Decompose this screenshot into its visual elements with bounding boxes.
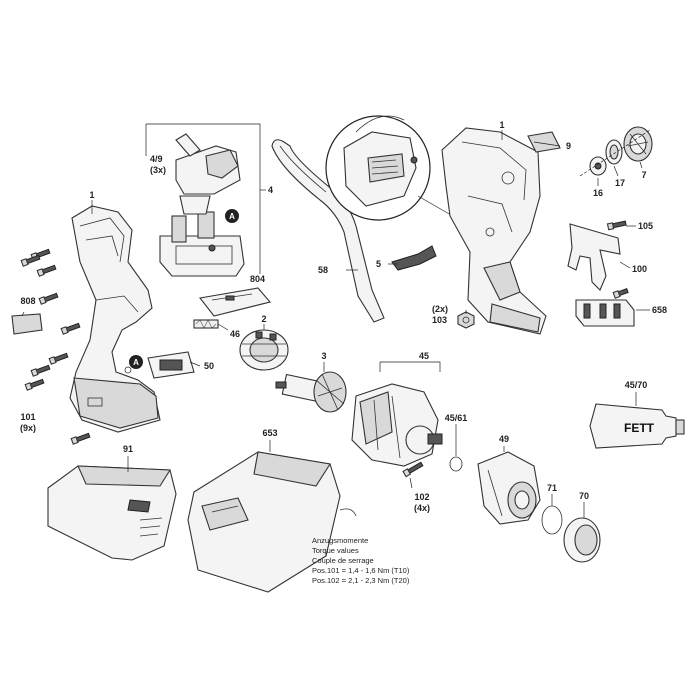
- label-9: [527, 131, 561, 153]
- ring-71: [541, 505, 563, 535]
- ring-17: [605, 139, 623, 165]
- housing-left-half: [69, 205, 161, 433]
- label-101: 101: [20, 412, 35, 422]
- leader-lines: [21, 130, 650, 518]
- label-658: 658: [652, 305, 667, 315]
- detail-magnifier: [325, 115, 431, 221]
- label-50: 50: [204, 361, 214, 371]
- marker-a-upper: A: [225, 209, 239, 223]
- torque-line-1: Anzugsmomente: [312, 536, 368, 545]
- label-103-qty: (2x): [432, 304, 448, 314]
- label-808: [11, 313, 43, 335]
- label-71: 71: [547, 483, 557, 493]
- clip-100: [567, 223, 621, 291]
- label-100: 100: [632, 264, 647, 274]
- label-2: 2: [261, 314, 266, 324]
- label-58: 58: [318, 265, 328, 275]
- label-45-70: 45/70: [625, 380, 648, 390]
- label-102: 102: [414, 492, 429, 502]
- label-101-qty: (9x): [20, 423, 36, 433]
- svg-text:FETT: FETT: [624, 421, 655, 435]
- screws-101: [20, 248, 91, 445]
- charger-653: [187, 451, 357, 593]
- screw-105: [606, 220, 627, 231]
- label-9: 9: [566, 141, 571, 151]
- label-653: 653: [262, 428, 277, 438]
- label-102-qty: (4x): [414, 503, 430, 513]
- bracket-45: [379, 361, 441, 372]
- label-49: 49: [499, 434, 509, 444]
- rotor-3: [275, 371, 347, 413]
- label-17: 17: [615, 178, 625, 188]
- label-4-9-qty: (3x): [150, 165, 166, 175]
- spring-46: [193, 319, 219, 329]
- nose-49: [477, 451, 541, 525]
- screw-658: [612, 288, 629, 299]
- marker-a-lower: A: [129, 355, 143, 369]
- label-4: 4: [268, 185, 273, 195]
- label-804: 804: [250, 274, 265, 284]
- label-3: 3: [321, 351, 326, 361]
- label-7: 7: [641, 170, 646, 180]
- bit-holder-658: [575, 299, 635, 327]
- torque-line-5: Pos.102 = 2,1 - 2,3 Nm (T20): [312, 576, 410, 585]
- label-45-61: 45/61: [445, 413, 468, 423]
- label-91: 91: [123, 444, 133, 454]
- knob-7: [623, 126, 653, 162]
- label-808: 808: [20, 296, 35, 306]
- cap-70: [563, 517, 601, 563]
- label-5: 5: [376, 259, 381, 269]
- label-45: 45: [419, 351, 429, 361]
- bracket-4: [146, 123, 261, 274]
- label-1-right: 1: [499, 120, 504, 130]
- gear-housing-45: [351, 383, 443, 467]
- grease-tube: FETT: [589, 403, 685, 449]
- washer-16: [589, 156, 607, 176]
- svg-text:A: A: [133, 358, 139, 367]
- label-4-9: 4/9: [150, 154, 163, 164]
- svg-text:A: A: [229, 212, 235, 221]
- label-46: 46: [230, 329, 240, 339]
- housing-right-half: [441, 127, 547, 335]
- stator-2: [239, 329, 289, 371]
- pcb-804: [199, 287, 271, 317]
- label-16: 16: [593, 188, 603, 198]
- torque-line-4: Pos.101 = 1,4 - 1,6 Nm (T10): [312, 566, 410, 575]
- label-103: 103: [432, 315, 447, 325]
- label-1-left: 1: [89, 190, 94, 200]
- torque-line-3: Couple de serrage: [312, 556, 374, 565]
- screw-102: [402, 461, 424, 478]
- strap-58: [271, 139, 385, 323]
- slider-5: [391, 245, 437, 271]
- label-70: 70: [579, 491, 589, 501]
- label-105: 105: [638, 221, 653, 231]
- nut-103: [457, 311, 475, 329]
- part-labels: 1 1 4/9 (3x) 4 9 16 17 7 105 100 658 5 5…: [20, 120, 667, 513]
- torque-values-note: Anzugsmomente Torque values Couple de se…: [312, 536, 410, 585]
- torque-line-2: Torque values: [312, 546, 359, 555]
- switch-assembly: [159, 133, 245, 277]
- oring-45-61: [449, 456, 463, 472]
- battery-91: [47, 465, 177, 561]
